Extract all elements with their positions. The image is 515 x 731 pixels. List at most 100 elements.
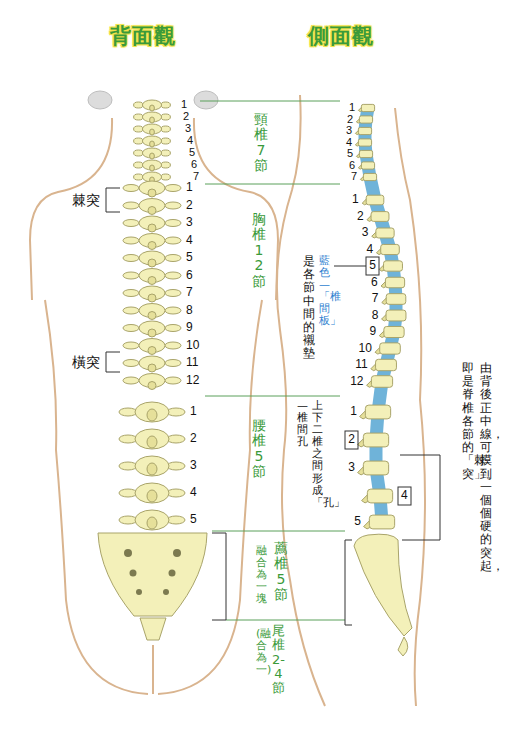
vertebra-number: 4: [190, 486, 197, 500]
vertebra-number: 3: [348, 461, 355, 475]
vertebra-number: 1: [186, 181, 193, 195]
vertebra-number: 2: [357, 210, 364, 224]
spine-illustration-part: [358, 461, 389, 475]
spine-illustration-part: [358, 433, 389, 447]
vertebra-number: 2: [347, 113, 353, 126]
spine-illustration-part: [123, 339, 181, 355]
coccyx: [140, 618, 166, 640]
view-title: 側面觀: [308, 24, 374, 48]
spine-illustration-part: [123, 374, 181, 390]
spine-illustration-part: [367, 212, 389, 222]
annotation-label: (融合為一): [256, 628, 267, 676]
spine-illustration-part: [123, 251, 181, 267]
spine-illustration-part: [134, 112, 171, 123]
spine-illustration-part: [379, 261, 402, 271]
ear: [88, 91, 112, 109]
annotation-label: 頸椎7節: [254, 112, 268, 174]
vertebra-number: 4: [401, 489, 408, 503]
spine-illustration-part: [134, 148, 171, 159]
spine-illustration-part: [119, 483, 185, 503]
vertebra-number: 11: [355, 358, 367, 372]
annotation-label: 胸椎12節: [252, 212, 266, 289]
spine-illustration-part: [163, 589, 169, 595]
spine-illustration-part: [134, 136, 171, 147]
annotation-label: 即是脊椎各節的「棘突」。: [462, 362, 474, 481]
level-line: [212, 531, 345, 532]
bracket: [345, 540, 352, 625]
vertebra-number: 2: [186, 199, 193, 213]
annotation-label: 由背後正中線，可摸到一個個硬的突起，: [480, 362, 492, 573]
vertebra-number: 6: [349, 159, 355, 172]
vertebra-number: 10: [359, 342, 372, 356]
spine-illustration-part: [355, 139, 371, 146]
vertebra-number: 4: [187, 134, 193, 147]
vertebra-number: 6: [191, 158, 197, 171]
body-outline: [277, 95, 325, 706]
spine-illustration-part: [360, 173, 376, 180]
vertebra-number: 7: [351, 170, 357, 183]
spine-illustration-part: [173, 549, 181, 557]
leader-line: [106, 188, 440, 625]
callout-box: [345, 431, 358, 449]
vertebra-number: 3: [185, 122, 191, 135]
spine-illustration-part: [123, 321, 181, 337]
coccyx: [398, 637, 408, 656]
annotation-label: —椎間孔: [297, 400, 308, 448]
spine-illustration-part: [123, 286, 181, 302]
spine-illustration-part: [119, 429, 185, 449]
annotation-label: 是各節中間的襯墊: [303, 255, 315, 361]
spine-illustration-part: [360, 405, 391, 419]
level-line: [200, 101, 340, 102]
spine-illustration-part: [130, 570, 137, 577]
spine-illustration-part: [362, 195, 384, 205]
vertebra-number: 12: [186, 374, 199, 388]
spine-illustration-part: [123, 234, 181, 250]
spine-illustration-part: [119, 402, 185, 422]
vertebra-number: 10: [186, 339, 199, 353]
vertebra-number: 3: [362, 226, 369, 240]
bracket: [400, 455, 440, 540]
vertebra-number: 5: [186, 251, 193, 265]
spine-illustration-part: [124, 549, 132, 557]
body-outline: [30, 118, 112, 300]
back-spine: [98, 100, 207, 640]
vertebra-number: 3: [190, 459, 197, 473]
vertebra-number: 11: [186, 356, 198, 370]
vertebra-number: 3: [186, 216, 193, 230]
spine-illustration-part: [381, 277, 405, 288]
annotation-label: 融合為一塊: [256, 545, 267, 605]
spine-illustration-part: [123, 304, 181, 320]
spine-illustration-part: [169, 570, 176, 577]
level-line: [205, 396, 340, 397]
vertebra-number: 7: [193, 170, 199, 183]
spine-illustration-part: [382, 294, 406, 305]
vertebra-number: 2: [348, 433, 355, 447]
annotation-label: 藍色—「椎間板」: [319, 255, 330, 328]
spine-illustration-part: [123, 181, 181, 197]
vertebra-number: 1: [190, 405, 197, 419]
vertebra-number: 2: [190, 432, 197, 446]
vertebra-number: 5: [347, 147, 353, 160]
spine-illustration-part: [367, 376, 393, 388]
sacrum: [98, 533, 207, 616]
spine-illustration-part: [123, 269, 181, 285]
spine-illustration-part: [119, 456, 185, 476]
bracket: [212, 533, 226, 620]
annotation-label: 上下二椎之間形成「孔」: [312, 400, 323, 509]
vertebra-number: 1: [352, 193, 359, 207]
bracket: [106, 352, 120, 372]
spine-illustration-part: [356, 150, 372, 157]
spine-illustration-part: [376, 244, 399, 254]
sacral-foramen: [124, 549, 181, 595]
ear: [194, 91, 218, 109]
spine-illustration-part: [375, 343, 400, 354]
spine-illustration-part: [136, 589, 142, 595]
vertebra-number: 7: [372, 292, 379, 306]
vertebra-number: 12: [350, 375, 363, 389]
part-label: 橫突: [72, 354, 100, 370]
spine-illustration-part: [134, 100, 171, 111]
spine-illustration-part: [123, 216, 181, 232]
vertebra-number: 2: [183, 110, 189, 123]
spine-illustration-part: [134, 124, 171, 135]
